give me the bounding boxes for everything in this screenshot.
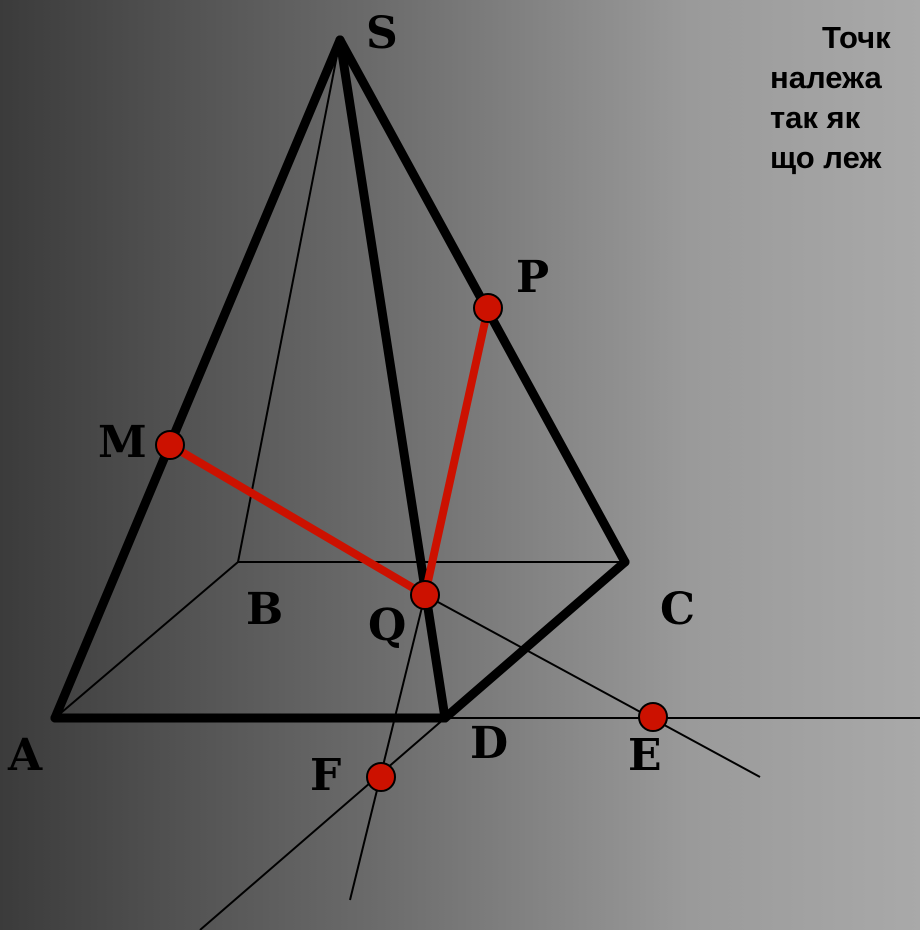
- point-markers: [155, 293, 668, 792]
- section-segments: [166, 304, 492, 599]
- point-P-marker: [473, 293, 503, 323]
- label-P: P: [516, 252, 549, 303]
- line-QE: [424, 594, 761, 778]
- label-F: F: [310, 750, 341, 801]
- label-M: M: [98, 417, 147, 468]
- edge-SB: [237, 39, 341, 563]
- label-Q: Q: [368, 600, 406, 651]
- explanation-text: Точк належа так як що леж: [770, 18, 920, 178]
- point-E-marker: [638, 702, 668, 732]
- point-labels: S P M B Q C A D E F: [7, 8, 695, 801]
- segment-MQ: [166, 441, 429, 599]
- line-QF: [349, 594, 426, 901]
- point-F-marker: [366, 762, 396, 792]
- point-M-marker: [155, 430, 185, 460]
- line-DF-extended: [199, 717, 446, 930]
- caption-line-1: Точк: [822, 20, 891, 55]
- label-A: A: [7, 730, 43, 781]
- caption-line-4: що леж: [770, 140, 882, 175]
- caption-line-3: так як: [770, 100, 861, 135]
- label-E: E: [628, 730, 662, 781]
- edge-BA: [54, 561, 239, 719]
- edge-SA: [50, 35, 345, 723]
- point-Q-marker: [410, 580, 440, 610]
- hidden-edges: [54, 39, 920, 930]
- caption-line-2: належа: [770, 60, 882, 95]
- label-C: C: [660, 584, 695, 635]
- label-B: B: [246, 584, 283, 635]
- visible-edges: [50, 35, 630, 723]
- label-S: S: [366, 8, 398, 59]
- label-D: D: [470, 718, 508, 769]
- segment-PQ: [421, 304, 492, 599]
- edge-DC: [440, 557, 630, 723]
